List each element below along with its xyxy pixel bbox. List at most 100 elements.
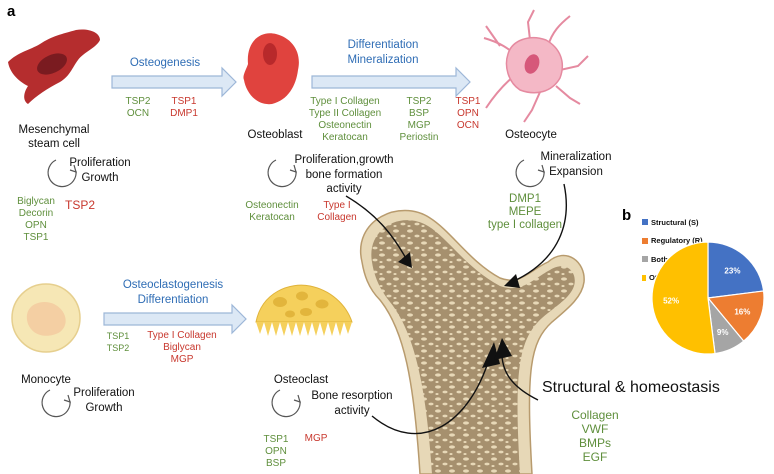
cycle-icon-msc bbox=[47, 159, 77, 188]
cycle-arrows bbox=[41, 159, 545, 418]
osteoclast-cell-illustration bbox=[255, 284, 353, 336]
mesenchymal-cell-illustration bbox=[8, 29, 100, 104]
protein-item: OCN bbox=[456, 120, 480, 131]
list-diffmin-green-b: TSP2 BSP MGP Periostin bbox=[392, 96, 446, 144]
protein-item: DMP1 bbox=[170, 108, 198, 119]
legend-label: Structural (S) bbox=[651, 217, 699, 227]
activity-line: Proliferation bbox=[73, 387, 135, 399]
legend-swatch bbox=[642, 256, 648, 262]
label-osteoclastogenesis-line1: Osteoclastogenesis bbox=[122, 279, 224, 291]
list-diffmin-red: TSP1 OPN OCN bbox=[446, 96, 490, 132]
activity-line: activity bbox=[326, 183, 362, 195]
list-msc-green: Biglycan Decorin OPN TSP1 bbox=[10, 196, 62, 244]
protein-item: Biglycan bbox=[17, 196, 55, 207]
protein-item: Keratocan bbox=[249, 212, 295, 223]
legend-item: Regulatory (R) bbox=[642, 236, 704, 245]
monocyte-cell-illustration bbox=[11, 283, 81, 353]
cycle-icon-osteoblast bbox=[267, 159, 297, 188]
pie-slice-label: 9% bbox=[717, 328, 729, 337]
pie-slice-label: 23% bbox=[724, 266, 740, 275]
list-osteocyte-green: DMP1 MEPE type I collagen bbox=[470, 193, 580, 232]
legend-swatch bbox=[642, 274, 646, 281]
label-mineralization: Mineralization bbox=[347, 53, 419, 66]
list-osteoblast-red: Type I Collagen bbox=[312, 200, 362, 224]
label-mesenchymal-line2: steam cell bbox=[28, 137, 80, 150]
list-osteoclastogenesis-green: TSP1 TSP2 bbox=[104, 330, 132, 354]
activity-line: Proliferation bbox=[69, 157, 131, 169]
femur-bone-illustration bbox=[359, 209, 585, 474]
protein-item: Collagen bbox=[317, 212, 357, 223]
panel-label-a: a bbox=[7, 3, 16, 20]
pie-slice-label: 16% bbox=[734, 308, 750, 317]
protein-item: Decorin bbox=[18, 208, 54, 219]
cycle-icon-osteocyte bbox=[515, 159, 545, 188]
protein-item: OPN bbox=[457, 108, 479, 119]
protein-item: Osteonectin bbox=[318, 120, 372, 131]
protein-item: TSP1 bbox=[455, 96, 481, 107]
protein-item: Type I Collagen bbox=[310, 96, 380, 107]
activity-line: Proliferation,growth bbox=[294, 154, 394, 166]
protein-item: MGP bbox=[170, 354, 194, 365]
label-osteoclastogenesis: Osteoclastogenesis Differentiation bbox=[108, 279, 238, 306]
activity-line: Growth bbox=[81, 171, 119, 184]
osteocyte-cell-illustration bbox=[483, 9, 589, 123]
label-mesenchymal-cell: Mesenchymal steam cell bbox=[4, 124, 104, 150]
activity-structural-homeostasis: Structural & homeostasis bbox=[542, 379, 720, 396]
list-osteogenesis-red: TSP1 DMP1 bbox=[164, 96, 204, 120]
protein-item: Type I Collagen bbox=[147, 330, 217, 341]
activity-line: Expansion bbox=[549, 165, 603, 178]
activity-osteoblast: Proliferation,growth bone formation acti… bbox=[284, 154, 404, 196]
list-osteoclast-red: MGP bbox=[304, 433, 328, 444]
protein-item: Collagen bbox=[571, 408, 619, 422]
pie-slice bbox=[651, 241, 716, 355]
legend-label: Regulatory (R) bbox=[651, 236, 703, 245]
activity-osteocyte: Mineralization Expansion bbox=[528, 151, 624, 178]
protein-item: DMP1 bbox=[509, 193, 541, 205]
label-osteoblast: Osteoblast bbox=[247, 129, 303, 141]
osteoblast-cell-illustration bbox=[243, 33, 299, 105]
label-differentiation: Differentiation bbox=[347, 39, 419, 51]
list-diffmin-green-a: Type I Collagen Type II Collagen Osteone… bbox=[302, 96, 388, 144]
legend-item: Structural (S) bbox=[642, 218, 706, 227]
protein-item: Type II Collagen bbox=[308, 108, 382, 119]
activity-line: activity bbox=[334, 404, 370, 417]
list-osteogenesis-green: TSP2 OCN bbox=[120, 96, 156, 120]
protein-item: OCN bbox=[126, 108, 150, 119]
protein-item: OPN bbox=[25, 220, 47, 231]
label-osteoclastogenesis-line2: Differentiation bbox=[137, 293, 209, 306]
label-osteocyte: Osteocyte bbox=[505, 129, 557, 141]
activity-line: Bone resorption bbox=[311, 390, 393, 402]
protein-item: TSP1 bbox=[263, 434, 289, 445]
pie-slice bbox=[706, 290, 765, 342]
activity-osteoclast: Bone resorption activity bbox=[302, 390, 402, 417]
legend-swatch bbox=[642, 237, 648, 244]
protein-item: type I collagen bbox=[487, 219, 563, 231]
protein-item: Type I bbox=[323, 200, 351, 211]
arrow-differentiation-mineralization bbox=[311, 66, 471, 98]
list-structural-green: Collagen VWF BMPs EGF bbox=[560, 408, 630, 464]
activity-monocyte: Proliferation Growth bbox=[64, 387, 144, 414]
label-differentiation-mineralization: Differentiation Mineralization bbox=[318, 39, 448, 66]
protein-item: Biglycan bbox=[163, 342, 201, 353]
cycle-icon-monocyte bbox=[41, 389, 71, 418]
protein-item: TSP1 bbox=[171, 96, 197, 107]
list-msc-red: TSP2 bbox=[64, 198, 95, 212]
activity-line: Mineralization bbox=[540, 151, 612, 163]
list-osteoclastogenesis-red: Type I Collagen Biglycan MGP bbox=[140, 330, 224, 366]
protein-item: VWF bbox=[581, 422, 609, 436]
arrow-osteogenesis bbox=[111, 66, 237, 98]
protein-item: TSP1 bbox=[106, 331, 130, 341]
arrowheads bbox=[398, 252, 520, 368]
protein-item: MEPE bbox=[508, 206, 542, 218]
panel-label-b: b bbox=[622, 207, 632, 224]
protein-item: Keratocan bbox=[322, 132, 368, 143]
protein-item: EGF bbox=[582, 450, 608, 464]
activity-line: Growth bbox=[85, 401, 123, 414]
legend-swatch bbox=[642, 219, 648, 225]
list-osteoblast-green: Osteonectin Keratocan bbox=[236, 200, 308, 224]
protein-item: TSP2 bbox=[106, 343, 130, 353]
pie-slice bbox=[707, 241, 765, 299]
protein-item: TSP2 bbox=[406, 96, 432, 107]
